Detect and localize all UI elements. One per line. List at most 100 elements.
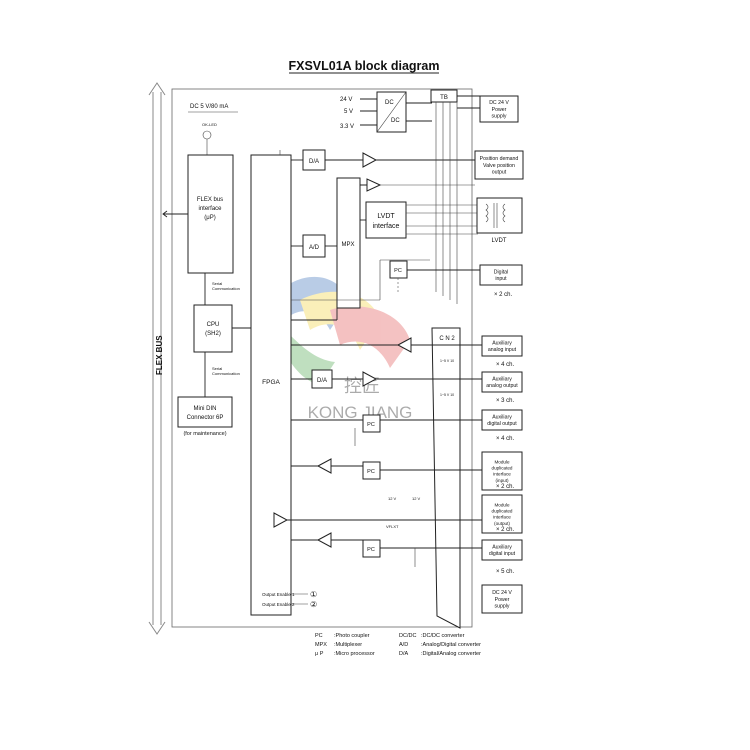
legend-desc-mpx: :Multiplexer xyxy=(334,642,362,648)
output-box-digital-input-line-0: Digital xyxy=(494,269,508,275)
tb-label: TB xyxy=(440,95,448,101)
channel-count-5: × 2 ch. xyxy=(496,527,515,533)
channel-count-4: × 2 ch. xyxy=(496,484,515,490)
output-box-dc24-top xyxy=(479,95,519,123)
output-box-aux-analog-output-line-1: analog output xyxy=(486,383,518,389)
output-box-module-dup-output-line-0: Module xyxy=(494,502,510,507)
output-box-position-line-0: Position demand xyxy=(480,156,519,162)
output-box-module-dup-input xyxy=(481,451,523,491)
lvdt-block xyxy=(476,197,523,234)
flex-bus-interface-block xyxy=(187,154,234,274)
output-box-dc24-top-line-0: DC 24 V xyxy=(489,100,509,106)
output-box-module-dup-input-line-3: (input) xyxy=(495,478,508,483)
flex-bus-interface-line3: (μP) xyxy=(204,215,215,221)
pc-module-dup-input-label: PC xyxy=(367,469,375,475)
voltage-24v: 24 V xyxy=(340,97,352,103)
output-box-dc24-bottom-line-2: supply xyxy=(495,604,510,610)
legend: PC :Photo coupler MPX :Multiplexer μ P :… xyxy=(315,633,481,657)
small-label-12v-b: 12 V xyxy=(412,496,421,501)
output-box-module-dup-input-line-2: interface xyxy=(493,472,511,477)
output-box-aux-digital-output-line-1: digital output xyxy=(487,421,517,427)
flex-bus-label: FLEX BUS xyxy=(155,335,164,375)
lvdt-interface-line2: interface xyxy=(373,223,400,230)
enable-mark-2: ② xyxy=(310,600,317,609)
mini-din-line2: Connector 6P xyxy=(187,415,224,421)
output-box-position-line-1: Valve position xyxy=(483,163,515,169)
fpga-label: FPGA xyxy=(262,379,280,386)
output-box-module-dup-output-line-3: (output) xyxy=(494,521,510,526)
pc-module-dup-input-block xyxy=(362,461,381,480)
pc-aux-digital-output-block xyxy=(362,414,381,433)
channel-count-1: × 4 ch. xyxy=(496,362,515,368)
range-label-1: 1~5 V 10 xyxy=(440,359,454,363)
legend-abbr-da: D/A xyxy=(399,651,409,657)
board-outline xyxy=(171,88,473,628)
flex-bus-interface-line1: FLEX bus xyxy=(197,197,223,203)
pc-aux-digital-input-label: PC xyxy=(367,547,375,553)
serial-label-2a: Serial xyxy=(212,366,222,371)
watermark-en: KONG JIANG xyxy=(308,403,413,422)
output-box-module-dup-output-line-1: duplicated xyxy=(492,509,513,514)
serial-label-1a: Serial xyxy=(212,281,222,286)
amp-position xyxy=(362,152,378,168)
serial-label-2b: Communication xyxy=(212,371,240,376)
output-box-aux-analog-output xyxy=(481,371,523,393)
output-box-dc24-bottom xyxy=(481,584,523,614)
maintenance-note: (for maintenance) xyxy=(183,431,226,437)
amp-module-dup-output xyxy=(273,512,289,528)
output-box-aux-digital-output-line-0: Auxiliary xyxy=(492,414,512,420)
output-box-position-line-2: output xyxy=(492,170,507,176)
channel-count-0: × 2 ch. xyxy=(494,292,513,298)
cpu-line2: (SH2) xyxy=(205,331,221,337)
output-box-aux-digital-input-line-0: Auxiliary xyxy=(492,544,512,550)
cn2-label: C N 2 xyxy=(439,336,455,342)
lvdt-label: LVDT xyxy=(492,238,507,244)
cpu-block xyxy=(193,304,233,353)
legend-abbr-pc: PC xyxy=(315,633,323,639)
channel-count-2: × 3 ch. xyxy=(496,398,515,404)
enable-mark-1: ① xyxy=(310,590,317,599)
ad-label: A/D xyxy=(309,245,320,251)
serial-label-1b: Communication xyxy=(212,286,240,291)
output-box-dc24-bottom-line-1: Power xyxy=(495,597,510,603)
legend-abbr-dcdc: DC/DC xyxy=(399,633,416,639)
output-enable-2: Output Enable 2 xyxy=(262,602,295,607)
flex-bus-interface-line2: interface xyxy=(198,206,222,212)
fpga-block xyxy=(250,154,292,616)
cn2-connector xyxy=(431,327,461,629)
voltage-5v: 5 V xyxy=(344,109,353,115)
power-note: DC 5 V/80 mA xyxy=(190,104,228,110)
amp-module-dup-input xyxy=(316,458,332,474)
output-box-module-dup-output-line-2: interface xyxy=(493,515,511,520)
output-box-aux-analog-input-line-1: analog input xyxy=(488,347,517,353)
output-box-aux-digital-input-line-1: digital input xyxy=(489,551,516,557)
pc-digital-input-label: PC xyxy=(394,268,402,274)
lvdt-interface-block xyxy=(365,201,407,239)
channel-count-6: × 5 ch. xyxy=(496,569,515,575)
mpx-block xyxy=(336,177,361,309)
legend-desc-dcdc: :DC/DC converter xyxy=(421,633,465,639)
mini-din-line1: Mini DIN xyxy=(193,406,216,412)
cpu-line1: CPU xyxy=(207,322,220,328)
output-enable-1: Output Enable 1 xyxy=(262,592,295,597)
amp-aux-digital-input xyxy=(316,532,332,548)
ok-led-label: OK-LED xyxy=(202,122,217,127)
output-box-aux-analog-input-line-0: Auxiliary xyxy=(492,340,512,346)
lvdt-interface-line1: LVDT xyxy=(377,213,395,220)
output-box-dc24-top-line-2: supply xyxy=(492,114,507,120)
output-box-dc24-top-line-1: Power xyxy=(492,107,507,113)
dcdc-line2: DC xyxy=(391,118,400,124)
da-top-label: D/A xyxy=(309,159,319,165)
range-label-2: 1~5 V 10 xyxy=(440,393,454,397)
output-box-aux-analog-output-line-0: Auxiliary xyxy=(492,376,512,382)
legend-desc-ad: :Analog/Digital converter xyxy=(421,642,481,648)
legend-abbr-ad: A/D xyxy=(399,642,408,648)
pc-aux-digital-output-label: PC xyxy=(367,422,375,428)
output-box-dc24-bottom-line-0: DC 24 V xyxy=(492,590,512,596)
small-label-vflxt: VFLXT xyxy=(386,524,399,529)
legend-desc-pc: :Photo coupler xyxy=(334,633,370,639)
voltage-3v3: 3.3 V xyxy=(340,124,354,130)
ok-led-icon xyxy=(202,130,212,155)
mpx-label: MPX xyxy=(341,242,354,248)
